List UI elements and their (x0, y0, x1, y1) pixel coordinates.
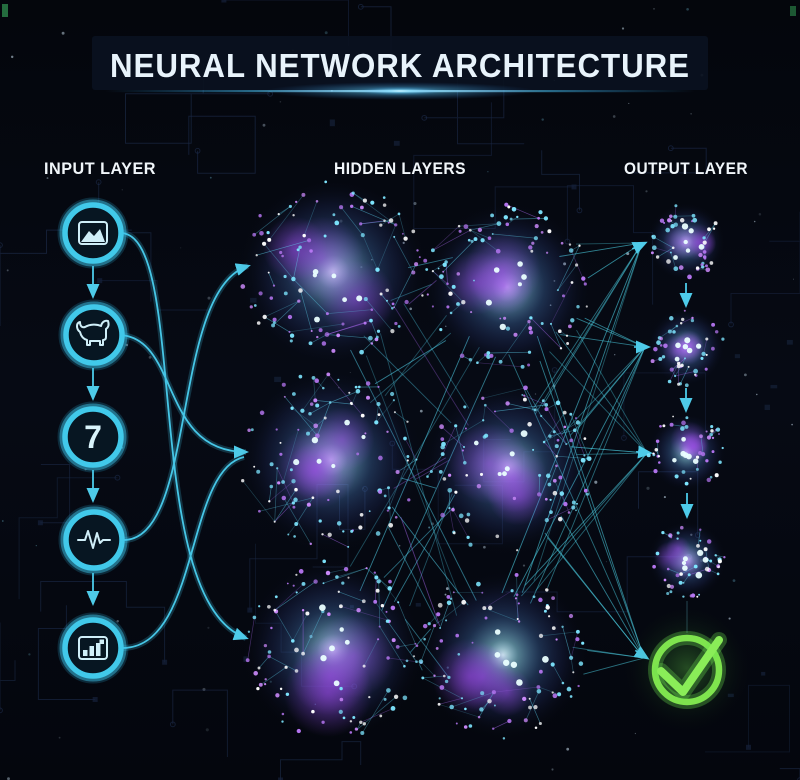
checkmark-icon (657, 636, 723, 696)
hidden-cluster-col2-3 (418, 571, 587, 740)
output-cluster-1 (647, 203, 725, 281)
hidden-cluster-col1-2 (240, 369, 422, 551)
input-node-digit: 7 (57, 401, 129, 473)
output-cluster-3 (646, 413, 726, 491)
hidden-cluster-col1-3 (243, 559, 423, 740)
image-icon (78, 221, 108, 245)
output-cluster-4 (648, 521, 726, 599)
output-cluster-2 (647, 308, 725, 388)
waveform-icon (77, 530, 111, 549)
hidden-layers-label: HIDDEN LAYERS (334, 159, 466, 178)
connector-curve (120, 334, 249, 459)
check-glow (625, 606, 749, 730)
connector-curve (120, 456, 245, 649)
input-node-image (57, 197, 129, 269)
title-banner: NEURAL NETWORK ARCHITECTURE (92, 36, 708, 100)
output-layer-label: OUTPUT LAYER (624, 159, 748, 178)
input-node-signal (58, 504, 130, 576)
node-clusters (239, 178, 726, 740)
banner-flare-core (358, 86, 442, 96)
check-ring (651, 634, 723, 706)
hidden-cluster-col1-1 (239, 178, 428, 366)
input-node-chart (57, 612, 129, 684)
hidden-cluster-col2-2 (422, 382, 594, 554)
input-layer-label: INPUT LAYER (44, 159, 156, 178)
page-title: NEURAL NETWORK ARCHITECTURE (110, 47, 690, 84)
hidden-cluster-col2-1 (423, 202, 591, 371)
green-corner-mark (2, 4, 8, 17)
fan-arrowhead (636, 445, 653, 459)
bar-chart-icon (78, 636, 108, 660)
input-node-animal (58, 299, 130, 371)
connector-curve (120, 263, 251, 541)
connector-curve (120, 232, 249, 641)
column-labels: INPUT LAYER HIDDEN LAYERS OUTPUT LAYER (44, 159, 748, 178)
digit-7-icon: 7 (84, 419, 102, 455)
input-column: 7 (57, 197, 130, 684)
banner-panel (92, 36, 708, 90)
corner-accents (2, 4, 796, 17)
input-to-hidden-connectors (120, 230, 251, 652)
fan-arrowhead (631, 241, 648, 254)
green-corner-mark (790, 6, 796, 16)
cat-icon (76, 319, 110, 346)
success-indicator (625, 606, 749, 730)
